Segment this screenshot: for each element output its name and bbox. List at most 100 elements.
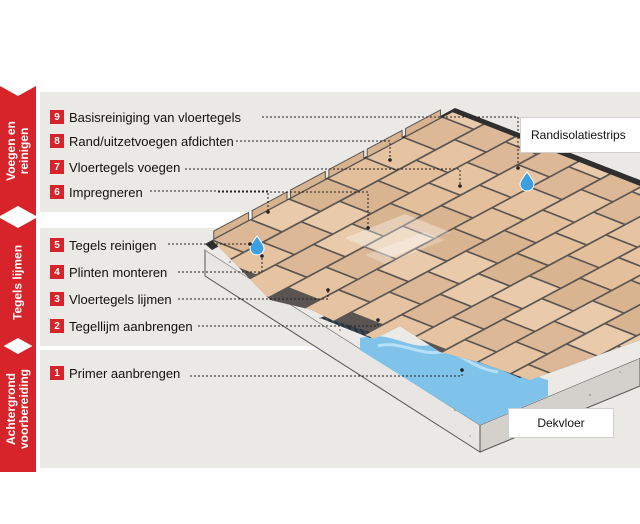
floor-tile bbox=[556, 301, 623, 333]
skirting-tile bbox=[213, 211, 250, 240]
step-9: 9 Basisreiniging van vloertegels bbox=[50, 108, 241, 126]
floor-tile bbox=[303, 202, 370, 234]
floor-tile bbox=[252, 199, 319, 232]
phase-label-preparation-2: voorbereiding bbox=[17, 369, 31, 450]
floor-tile bbox=[417, 229, 484, 261]
step-label: Primer aanbrengen bbox=[69, 365, 181, 381]
floor-tile bbox=[582, 258, 640, 290]
step-5: 5 Tegels reinigen bbox=[50, 236, 156, 254]
floor-tile bbox=[634, 112, 640, 115]
tile-field bbox=[212, 56, 640, 380]
floor-tile bbox=[213, 220, 281, 252]
floor-tile bbox=[544, 190, 611, 222]
floor-tile bbox=[480, 254, 547, 286]
floor-tile bbox=[491, 365, 558, 380]
floor-tile bbox=[521, 56, 587, 87]
phase-label-tiling: Tegels lijmen bbox=[10, 244, 25, 321]
skirting-tile bbox=[289, 170, 326, 199]
floor-tile bbox=[429, 251, 496, 283]
floor-tile bbox=[572, 59, 638, 90]
step-number: 3 bbox=[50, 292, 64, 306]
floor-tile bbox=[340, 270, 407, 302]
floor-tile bbox=[416, 317, 483, 349]
floor-tile bbox=[505, 299, 572, 331]
phase-tab-tiling: Tegels lijmen bbox=[0, 218, 36, 348]
floor-tile bbox=[404, 206, 471, 238]
floor-tile bbox=[430, 163, 497, 195]
floor-tile bbox=[329, 158, 396, 191]
step-number: 1 bbox=[50, 366, 64, 380]
floor-tile bbox=[492, 276, 559, 308]
step-number: 5 bbox=[50, 238, 64, 252]
step-number: 9 bbox=[50, 110, 64, 124]
floor-tile bbox=[352, 292, 419, 325]
floor-tile bbox=[353, 204, 420, 236]
step-label: Impregneren bbox=[69, 184, 143, 200]
step-2: 2 Tegellijm aanbrengen bbox=[50, 317, 193, 335]
step-label: Vloertegels voegen bbox=[69, 159, 181, 175]
floor-tile bbox=[466, 319, 533, 352]
floor-tile bbox=[315, 224, 382, 256]
floor-tile bbox=[403, 295, 470, 327]
floor-tile bbox=[533, 79, 599, 110]
floor-tile bbox=[454, 297, 521, 329]
primer-layer bbox=[360, 336, 548, 425]
step-number: 4 bbox=[50, 265, 64, 279]
floor-tile bbox=[366, 226, 433, 259]
floor-tile bbox=[328, 247, 395, 279]
phase-label-grouting-2: reinigen bbox=[17, 127, 31, 175]
floor-tile bbox=[594, 281, 640, 313]
step-label: Basisreiniging van vloertegels bbox=[69, 109, 241, 125]
step-number: 2 bbox=[50, 319, 64, 333]
step-label: Tegellijm aanbrengen bbox=[69, 318, 193, 334]
floor-tile bbox=[568, 324, 635, 356]
floor-tile bbox=[584, 112, 640, 113]
phase-tab-preparation: Achtergrond voorbereiding bbox=[0, 344, 36, 472]
floor-tile bbox=[530, 344, 597, 376]
floor-tile bbox=[289, 267, 356, 300]
floor-tile bbox=[341, 181, 408, 213]
floor-tile bbox=[392, 183, 459, 215]
callout-subfloor: Dekvloer bbox=[508, 408, 614, 438]
floor-tile bbox=[483, 77, 549, 108]
water-drop-icon bbox=[519, 171, 535, 192]
floor-tile bbox=[455, 208, 522, 240]
floor-tile bbox=[518, 233, 585, 265]
floor-tile bbox=[212, 240, 242, 273]
floor-tile bbox=[367, 138, 434, 170]
step-label: Tegels reinigen bbox=[69, 237, 157, 253]
floor-tile bbox=[532, 167, 599, 199]
floor-tile bbox=[405, 117, 472, 150]
floor-tile bbox=[469, 142, 536, 174]
floor-tile bbox=[418, 140, 485, 172]
floor-tile bbox=[595, 192, 640, 224]
step-number: 6 bbox=[50, 185, 64, 199]
floor-tile bbox=[493, 188, 560, 220]
floor-tile bbox=[226, 243, 293, 275]
floor-tile bbox=[557, 213, 624, 245]
floor-tile bbox=[277, 245, 344, 277]
floor-tile bbox=[290, 179, 357, 211]
step-label: Plinten monteren bbox=[69, 264, 168, 280]
floor-tile bbox=[543, 278, 610, 311]
floor-tile bbox=[264, 222, 331, 254]
floor-tile bbox=[517, 322, 584, 354]
phase-tab-grouting: Voegen en reinigen bbox=[0, 86, 36, 216]
step-3: 3 Vloertegels lijmen bbox=[50, 290, 172, 308]
floor-tile bbox=[442, 274, 509, 306]
callout-edge-strip: Randisolatiestrips bbox=[520, 117, 640, 153]
floor-tile bbox=[531, 256, 598, 288]
step-number: 8 bbox=[50, 134, 64, 148]
floor-tile bbox=[569, 235, 636, 267]
step-label: Vloertegels lijmen bbox=[69, 291, 172, 307]
step-6: 6 Impregneren bbox=[50, 183, 143, 201]
step-7: 7 Vloertegels voegen bbox=[50, 158, 180, 176]
leader-lines bbox=[150, 116, 519, 377]
step-number: 7 bbox=[50, 160, 64, 174]
floor-tile bbox=[607, 215, 640, 247]
step-1: 1 Primer aanbrengen bbox=[50, 364, 180, 382]
floor-tile bbox=[481, 165, 548, 197]
floor-tile bbox=[479, 342, 546, 374]
